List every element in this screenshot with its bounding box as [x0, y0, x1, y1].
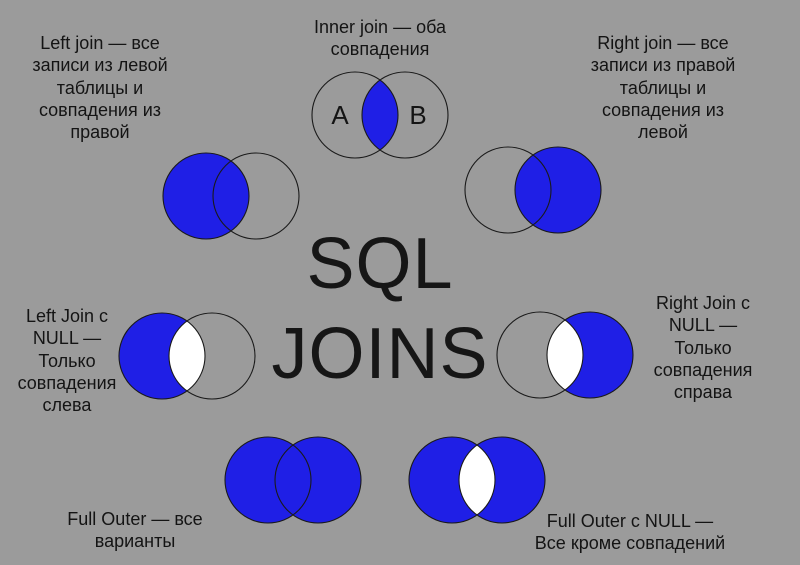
set-b-circle [515, 147, 601, 233]
set-a-outline [224, 436, 312, 524]
set-b-circle [275, 437, 361, 523]
set-a-circle [163, 153, 249, 239]
set-b-circle [212, 152, 300, 240]
set-b-circle [168, 312, 256, 400]
venn-left-join-diagram [162, 152, 300, 240]
set-b-outline [546, 311, 634, 399]
set-b-outline [458, 436, 546, 524]
excluded-intersection-region [459, 437, 495, 523]
venn-full-outer-diagram [224, 436, 362, 524]
venn-right-join-diagram [464, 146, 602, 234]
venn-right-join-null-diagram [496, 311, 634, 399]
venn-inner-join-diagram: A B [311, 71, 449, 159]
caption-left-join-null: Left Join с NULL — Только совпадения сле… [17, 306, 117, 416]
caption-inner-join: Inner join — оба совпадения [314, 17, 446, 60]
caption-right-join: Right join — все записи из правой таблиц… [590, 33, 736, 143]
caption-full-outer-null: Full Outer с NULL — Все кроме совпадений [534, 511, 726, 554]
set-a-outline [408, 436, 496, 524]
set-b-outline [274, 436, 362, 524]
venn-left-join-null-diagram [118, 312, 256, 400]
venn-full-outer-null-diagram [408, 436, 546, 524]
set-b-label: B [409, 100, 426, 130]
caption-left-join: Left join — все записи из левой таблицы … [32, 33, 168, 143]
excluded-intersection-region [169, 313, 205, 399]
caption-right-join-null: Right Join с NULL — Только совпадения сп… [653, 293, 753, 403]
caption-full-outer: Full Outer — все варианты [67, 509, 203, 552]
page-title-joins: JOINS [271, 314, 489, 394]
set-a-circle [311, 71, 399, 159]
set-a-circle [464, 146, 552, 234]
excluded-intersection-region [547, 312, 583, 398]
set-a-label: A [331, 100, 349, 130]
set-b-circle [361, 71, 449, 159]
intersection-region [362, 72, 398, 158]
set-a-outline [118, 312, 206, 400]
set-a-circle [496, 311, 584, 399]
set-a-outline [162, 152, 250, 240]
page-title-sql: SQL [306, 224, 454, 304]
set-b-outline [514, 146, 602, 234]
